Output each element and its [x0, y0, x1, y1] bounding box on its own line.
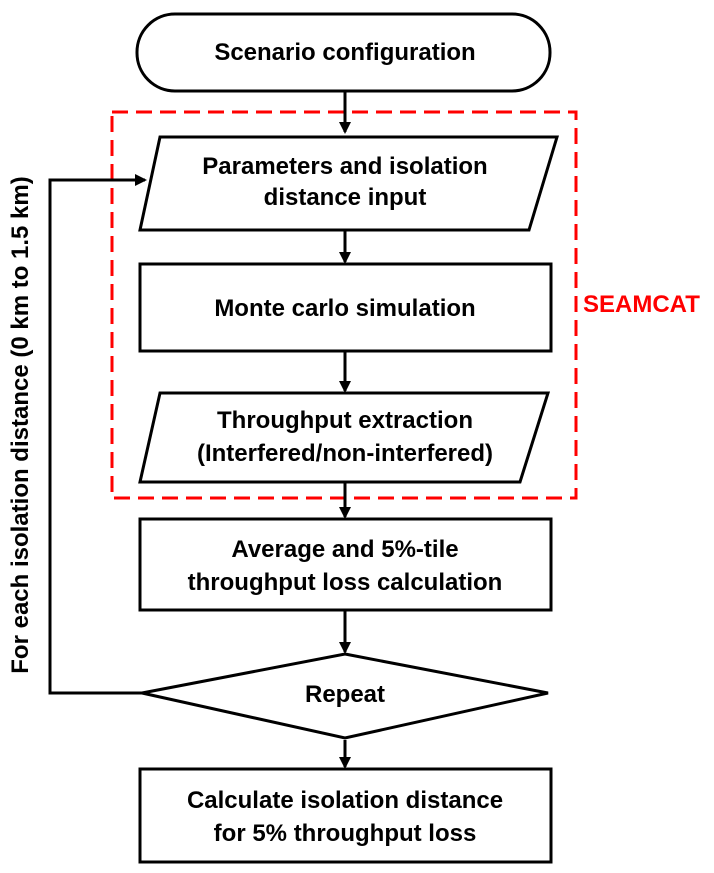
scenario-configuration-node — [135, 12, 552, 93]
throughput-extraction-text-line2: (Interfered/non-interfered) — [197, 440, 493, 467]
seamcat-label: SEAMCAT — [583, 291, 700, 318]
parameters-input-text-line2: distance input — [264, 184, 427, 211]
calculate-isolation-text-line2: for 5% throughput loss — [214, 820, 477, 847]
loop-back-arrow — [48, 174, 147, 695]
parameters-input-node — [138, 135, 560, 232]
calculate-isolation-node — [138, 767, 553, 864]
parameters-input-text-line1: Parameters and isolation — [202, 153, 487, 180]
average-loss-node — [138, 517, 553, 612]
repeat-text: Repeat — [305, 681, 385, 708]
loop-label: For each isolation distance (0 km to 1.5… — [7, 176, 34, 673]
monte-carlo-node — [138, 262, 553, 353]
repeat-decision-node — [141, 652, 549, 740]
scenario-configuration-text: Scenario configuration — [214, 39, 475, 66]
monte-carlo-text: Monte carlo simulation — [214, 295, 475, 322]
calculate-isolation-text-line1: Calculate isolation distance — [187, 787, 503, 814]
average-loss-text-line2: throughput loss calculation — [188, 569, 503, 596]
average-loss-text-line1: Average and 5%-tile — [231, 536, 458, 563]
throughput-extraction-text-line1: Throughput extraction — [217, 407, 473, 434]
throughput-extraction-node — [138, 391, 551, 484]
